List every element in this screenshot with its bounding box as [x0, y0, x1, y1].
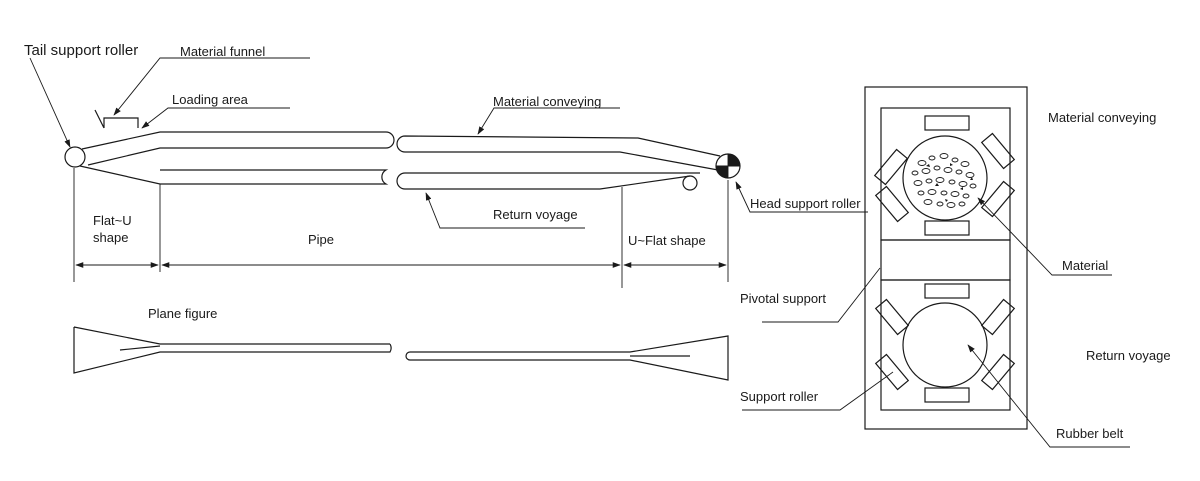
lower-belt-circle [902, 302, 988, 388]
upper-belt-right [396, 135, 721, 171]
label-pivotal-support: Pivotal support [740, 291, 826, 306]
leader-lines [29, 57, 1130, 448]
lower-rollers [874, 283, 1016, 403]
cross-section [864, 86, 1028, 430]
material-funnel-shape [94, 109, 139, 129]
material-pebbles [911, 153, 977, 208]
lower-belt-left [79, 165, 389, 185]
label-return-voyage-right: Return voyage [1086, 348, 1171, 363]
label-material-funnel: Material funnel [180, 44, 265, 59]
labels: Tail support roller Material funnel Load… [24, 42, 1171, 441]
label-material-conveying-top: Material conveying [493, 94, 601, 109]
label-material-conveying-right: Material conveying [1048, 110, 1156, 125]
lower-belt-right [396, 172, 700, 190]
label-return-voyage-top: Return voyage [493, 207, 578, 222]
label-tail-support-roller: Tail support roller [24, 42, 138, 59]
upper-rollers [873, 115, 1016, 236]
side-view [64, 109, 741, 288]
label-rubber-belt: Rubber belt [1056, 426, 1124, 441]
head-roller [715, 153, 741, 179]
idler-roller [682, 175, 698, 191]
plane-figure-shape [73, 326, 729, 381]
label-pipe: Pipe [308, 232, 334, 247]
label-plane-figure: Plane figure [148, 306, 217, 321]
label-flat-u-line1: Flat~U [93, 213, 132, 228]
label-loading-area: Loading area [172, 92, 249, 107]
upper-belt-circle [902, 135, 988, 221]
label-flat-u-line2: shape [93, 230, 128, 245]
upper-belt-left [81, 131, 395, 166]
label-u-flat-shape: U~Flat shape [628, 233, 706, 248]
label-material: Material [1062, 258, 1108, 273]
tail-roller [64, 146, 86, 168]
label-support-roller: Support roller [740, 389, 819, 404]
label-head-support-roller: Head support roller [750, 196, 861, 211]
